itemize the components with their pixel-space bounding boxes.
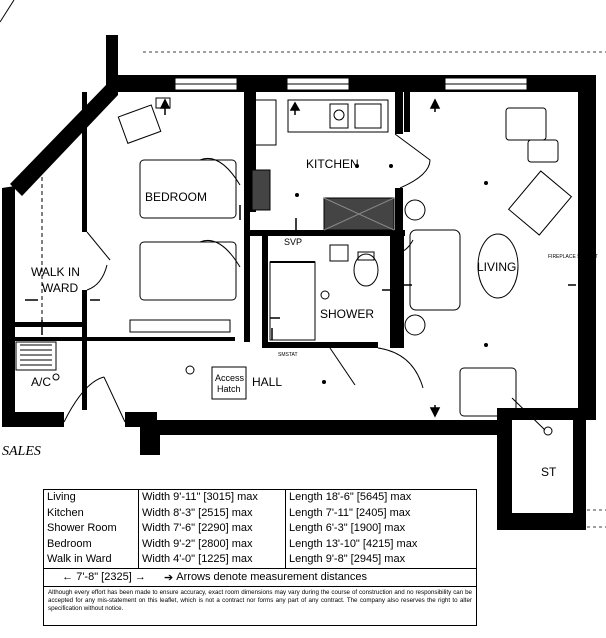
fireplace-label: FIREPLACE SOCKET	[548, 254, 598, 260]
room-length: Length 18'-6" [5645] max	[289, 491, 412, 504]
room-length: Length 6'-3" [1900] max	[289, 522, 406, 535]
room-name: Kitchen	[44, 505, 139, 521]
access-hatch-label-line2: Hatch	[217, 384, 241, 394]
room-label-ac: A/C	[31, 375, 51, 389]
access-hatch-label-line1: Access	[215, 373, 245, 383]
table-row: Walk in Ward Width 4'-0" [1225] max Leng…	[44, 552, 476, 568]
room-label-living: LIVING	[477, 260, 516, 274]
room-name: Shower Room	[44, 521, 139, 537]
room-label-bedroom: BEDROOM	[145, 190, 207, 204]
smstat-label: SMSTAT	[278, 352, 298, 358]
room-length: Length 7'-11" [2405] max	[289, 506, 411, 519]
fixture-dots	[52, 164, 553, 436]
room-name: Bedroom	[44, 536, 139, 552]
measurement-arrows	[25, 98, 576, 418]
overall-measurement: ← 7'-8" [2325] →	[44, 571, 164, 583]
disclaimer: Although every effort has been made to e…	[44, 585, 476, 615]
wardrobe-rail	[15, 170, 57, 371]
table-row: Bedroom Width 9'-2" [2800] max Length 13…	[44, 536, 476, 552]
sales-label: SALES	[2, 444, 41, 459]
room-width: Width 8'-3" [2515] max	[138, 505, 286, 521]
room-label-walk-in-ward-line2: WARD	[42, 281, 79, 295]
svp-label: SVP	[284, 237, 302, 247]
access-hatch	[211, 366, 247, 400]
living-furniture	[404, 107, 573, 417]
table-row: Living Width 9'-11" [3015] max Length 18…	[44, 490, 476, 506]
internal-walls	[15, 92, 410, 410]
room-name: Walk in Ward	[44, 552, 139, 568]
arrow-right-icon: ➔	[164, 571, 177, 584]
table-row: Kitchen Width 8'-3" [2515] max Length 7'…	[44, 505, 476, 521]
outer-walls	[2, 35, 596, 530]
room-length: Length 13'-10" [4215] max	[289, 537, 418, 550]
table-row: Shower Room Width 7'-6" [2290] max Lengt…	[44, 521, 476, 537]
room-name: Living	[44, 490, 139, 506]
overall-measurement-value: 7'-8" [2325]	[76, 571, 132, 583]
arrow-note: ➔ Arrows denote measurement distances	[164, 571, 367, 584]
shower-fixtures	[269, 244, 379, 341]
dimensions-table: Living Width 9'-11" [3015] max Length 18…	[43, 489, 477, 626]
room-label-walk-in-ward-line1: WALK IN	[31, 265, 80, 279]
room-label-kitchen: KITCHEN	[306, 157, 359, 171]
measurement-row: ← 7'-8" [2325] → ➔ Arrows denote measure…	[44, 567, 476, 586]
left-arrow-icon: ←	[62, 571, 77, 583]
arrow-note-text: Arrows denote measurement distances	[176, 571, 368, 583]
room-label-hall: HALL	[252, 375, 282, 389]
bed	[129, 158, 241, 333]
room-width: Width 7'-6" [2290] max	[138, 521, 286, 537]
room-length: Length 9'-8" [2945] max	[289, 553, 406, 566]
room-width: Width 9'-11" [3015] max	[138, 490, 286, 506]
door-swings	[63, 133, 546, 431]
room-width: Width 4'-0" [1225] max	[138, 552, 286, 568]
right-arrow-icon: →	[131, 571, 146, 583]
room-label-st: ST	[541, 465, 557, 479]
kitchen-cabinets	[251, 99, 395, 231]
room-width: Width 9'-2" [2800] max	[138, 536, 286, 552]
room-label-shower: SHOWER	[320, 307, 374, 321]
